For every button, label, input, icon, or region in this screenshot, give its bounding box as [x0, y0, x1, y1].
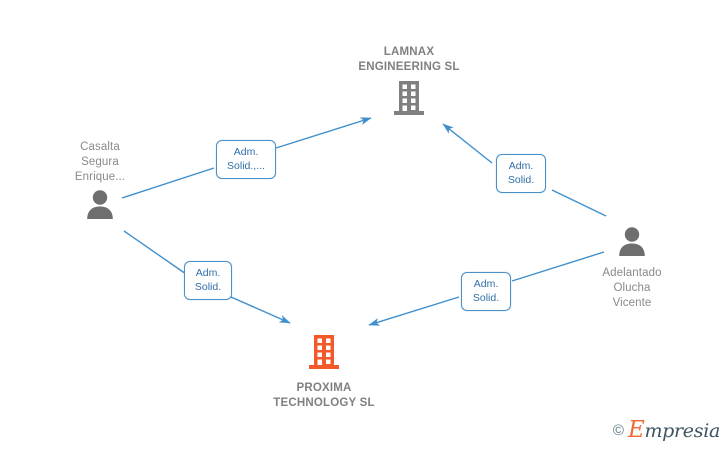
node-lamnax-engineering-sl[interactable]: LAMNAX ENGINEERING SL — [329, 45, 489, 122]
node-proxima-technology-sl[interactable]: PROXIMA TECHNOLOGY SL — [244, 333, 404, 411]
node-label-adelantado: Adelantado Olucha Vicente — [602, 267, 662, 309]
person-icon — [616, 226, 648, 261]
edge-adelantado-lamnax-head — [442, 123, 493, 164]
edge-casalta-proxima — [123, 230, 187, 275]
edge-casalta-proxima-head — [230, 296, 291, 324]
edge-label-adelantado-lamnax[interactable]: Adm. Solid. — [496, 154, 546, 193]
node-label-proxima: PROXIMA TECHNOLOGY SL — [273, 382, 375, 409]
brand-initial: E — [627, 417, 645, 443]
edge-adelantado-lamnax — [551, 189, 607, 217]
node-casalta-segura-enrique[interactable]: Casalta Segura Enrique... — [20, 140, 180, 224]
empresia-watermark: © Empresia — [613, 419, 720, 442]
node-label-lamnax: LAMNAX ENGINEERING SL — [358, 46, 460, 73]
building-icon — [392, 79, 426, 122]
edge-casalta-lamnax-head — [275, 117, 372, 149]
edge-label-casalta-proxima[interactable]: Adm. Solid. — [184, 261, 232, 300]
brand-rest: mpresia — [644, 420, 720, 442]
building-icon — [307, 333, 341, 376]
edge-adelantado-proxima — [511, 251, 605, 282]
edge-label-adelantado-proxima[interactable]: Adm. Solid. — [461, 272, 511, 311]
edge-label-casalta-lamnax[interactable]: Adm. Solid.,... — [216, 140, 276, 179]
brand-wordmark: Empresia — [628, 419, 720, 442]
node-adelantado-olucha-vicente[interactable]: Adelantado Olucha Vicente — [552, 226, 712, 311]
node-label-casalta: Casalta Segura Enrique... — [74, 141, 126, 183]
person-icon — [84, 189, 116, 224]
edge-adelantado-proxima-head — [368, 296, 460, 326]
edge-casalta-lamnax — [121, 167, 215, 199]
copyright-icon: © — [612, 422, 624, 439]
